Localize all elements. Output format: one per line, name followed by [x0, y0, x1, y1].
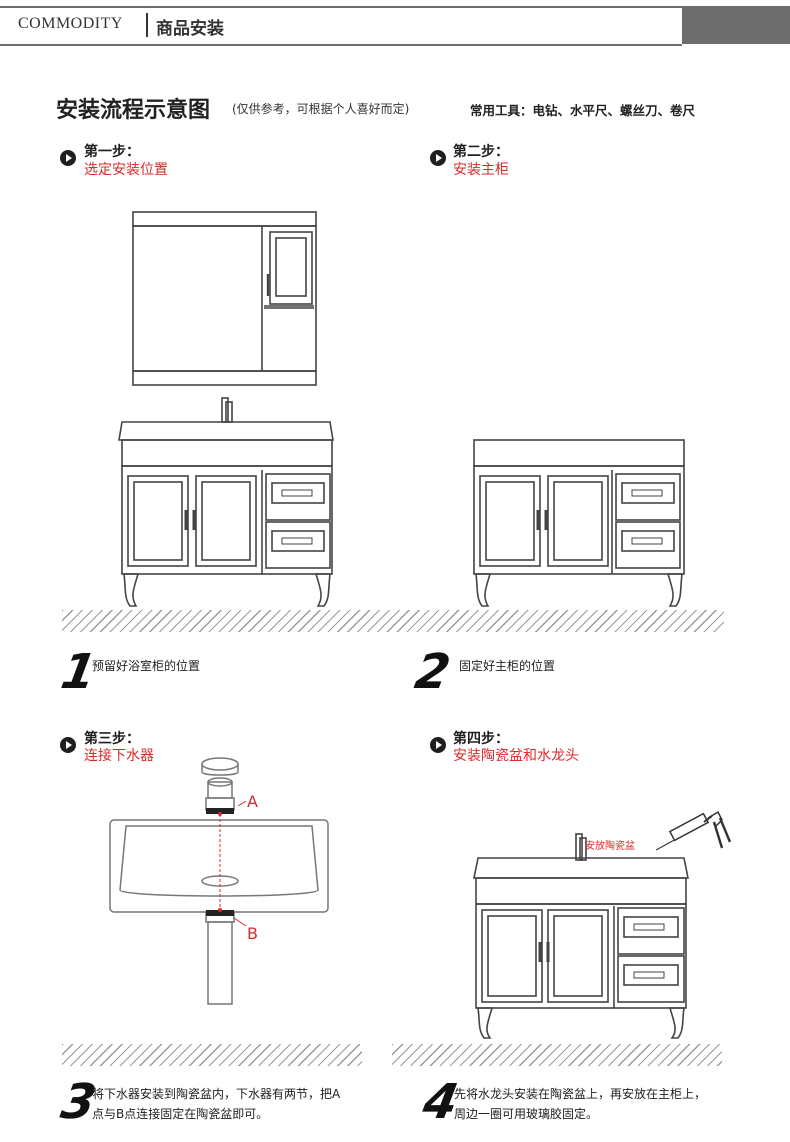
step4-caption-line2: 周边一圈可用玻璃胶固定。 [454, 1107, 599, 1121]
section-title: 商品安装 [156, 19, 224, 39]
point-b-label: B [247, 924, 258, 943]
step4-subtitle: 安装陶瓷盆和水龙头 [453, 748, 579, 764]
header-bar [0, 8, 790, 44]
step3-caption-line1: 将下水器安装到陶瓷盆内，下水器有两节，把A [92, 1087, 341, 1101]
step3-caption-line2: 点与B点连接固定在陶瓷盆即可。 [92, 1107, 269, 1121]
header-accent-block [682, 8, 790, 44]
floor-hatch [62, 610, 724, 632]
step-bullet-icon [60, 737, 76, 753]
brand-separator [146, 13, 148, 37]
basin-note: 安放陶瓷盆 [585, 841, 635, 852]
step1-title: 第一步： [84, 144, 140, 160]
caulking-gun-icon [655, 810, 732, 851]
step1-caption: 预留好浴室柜的位置 [92, 659, 201, 673]
step3-title: 第三步： [84, 731, 140, 747]
step-bullet-icon [430, 150, 446, 166]
step1-subtitle: 选定安装位置 [84, 162, 168, 178]
point-a-label: A [247, 792, 258, 811]
step3-subtitle: 连接下水器 [84, 748, 154, 764]
step4-title: 第四步： [453, 731, 509, 747]
page-title: 安装流程示意图 [56, 98, 211, 123]
step2-subtitle: 安装主柜 [453, 162, 509, 178]
floor-hatch [392, 1044, 722, 1066]
floor-hatch [62, 1044, 362, 1066]
page-subtitle: (仅供参考，可根据个人喜好而定) [232, 102, 410, 116]
step-bullet-icon [430, 737, 446, 753]
header-bottom-rule [0, 44, 682, 46]
tools-list: 常用工具：电钻、水平尺、螺丝刀、卷尺 [470, 103, 696, 118]
step2-title: 第二步： [453, 144, 509, 160]
step-bullet-icon [60, 150, 76, 166]
brand-label: COMMODITY [18, 15, 123, 32]
header-top-rule [0, 6, 790, 8]
step2-caption: 固定好主柜的位置 [459, 659, 556, 673]
step4-caption-line1: 先将水龙头安装在陶瓷盆上，再安放在主柜上， [454, 1087, 707, 1101]
